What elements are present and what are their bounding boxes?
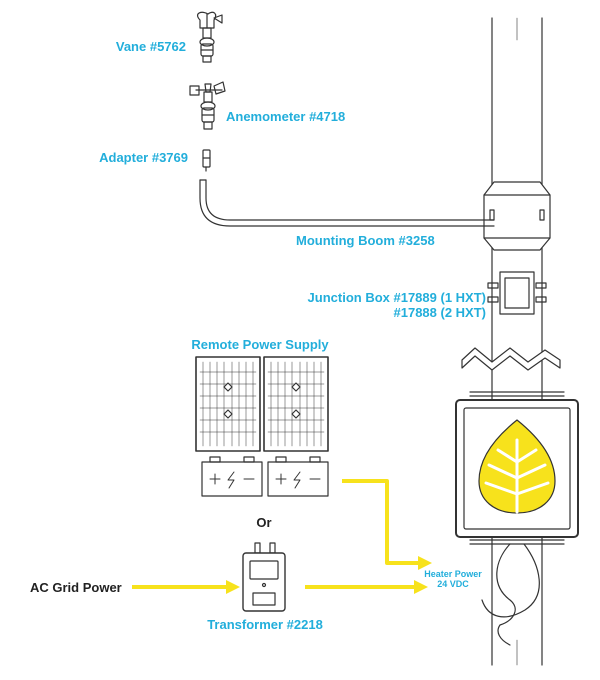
adapter-icon (202, 149, 211, 172)
remote-power-label: Remote Power Supply (191, 337, 329, 352)
anemometer-icon (189, 81, 226, 130)
boom-clamp-icon (483, 181, 551, 251)
mounting-boom-label: Mounting Boom #3258 (296, 233, 435, 248)
adapter-label: Adapter #3769 (99, 150, 188, 165)
or-label: Or (256, 515, 272, 530)
pole-icon (491, 17, 543, 666)
arrow-icon (132, 479, 418, 589)
heater-cable-icon (481, 543, 540, 646)
wind-vane-icon (196, 11, 223, 63)
junction-box-icon (487, 271, 547, 315)
solar-panel-icon (195, 356, 329, 452)
pole-break-icon (461, 347, 561, 371)
vane-label: Vane #5762 (115, 39, 186, 54)
battery-icon (201, 456, 329, 497)
ac-grid-power-label: AC Grid Power (30, 580, 122, 595)
mounting-boom-icon (199, 179, 495, 227)
heater-power-label-line1: Heater Power (424, 569, 482, 579)
transformer-label: Transformer #2218 (207, 617, 323, 632)
heater-power-label-line2: 24 VDC (437, 579, 469, 589)
anemometer-label: Anemometer #4718 (226, 109, 346, 124)
junction-box-label: Junction Box #17889 (1 HXT) #17888 (2 HX… (308, 290, 486, 320)
junction-box-label-line1: Junction Box #17889 (1 HXT) (307, 290, 486, 305)
junction-box-label-line2: #17888 (2 HXT) (393, 305, 487, 320)
transformer-icon (242, 542, 286, 612)
leaf-logo-icon (478, 419, 556, 514)
heater-power-label: Heater Power 24 VDC (420, 569, 486, 589)
arrowheads (226, 556, 432, 594)
